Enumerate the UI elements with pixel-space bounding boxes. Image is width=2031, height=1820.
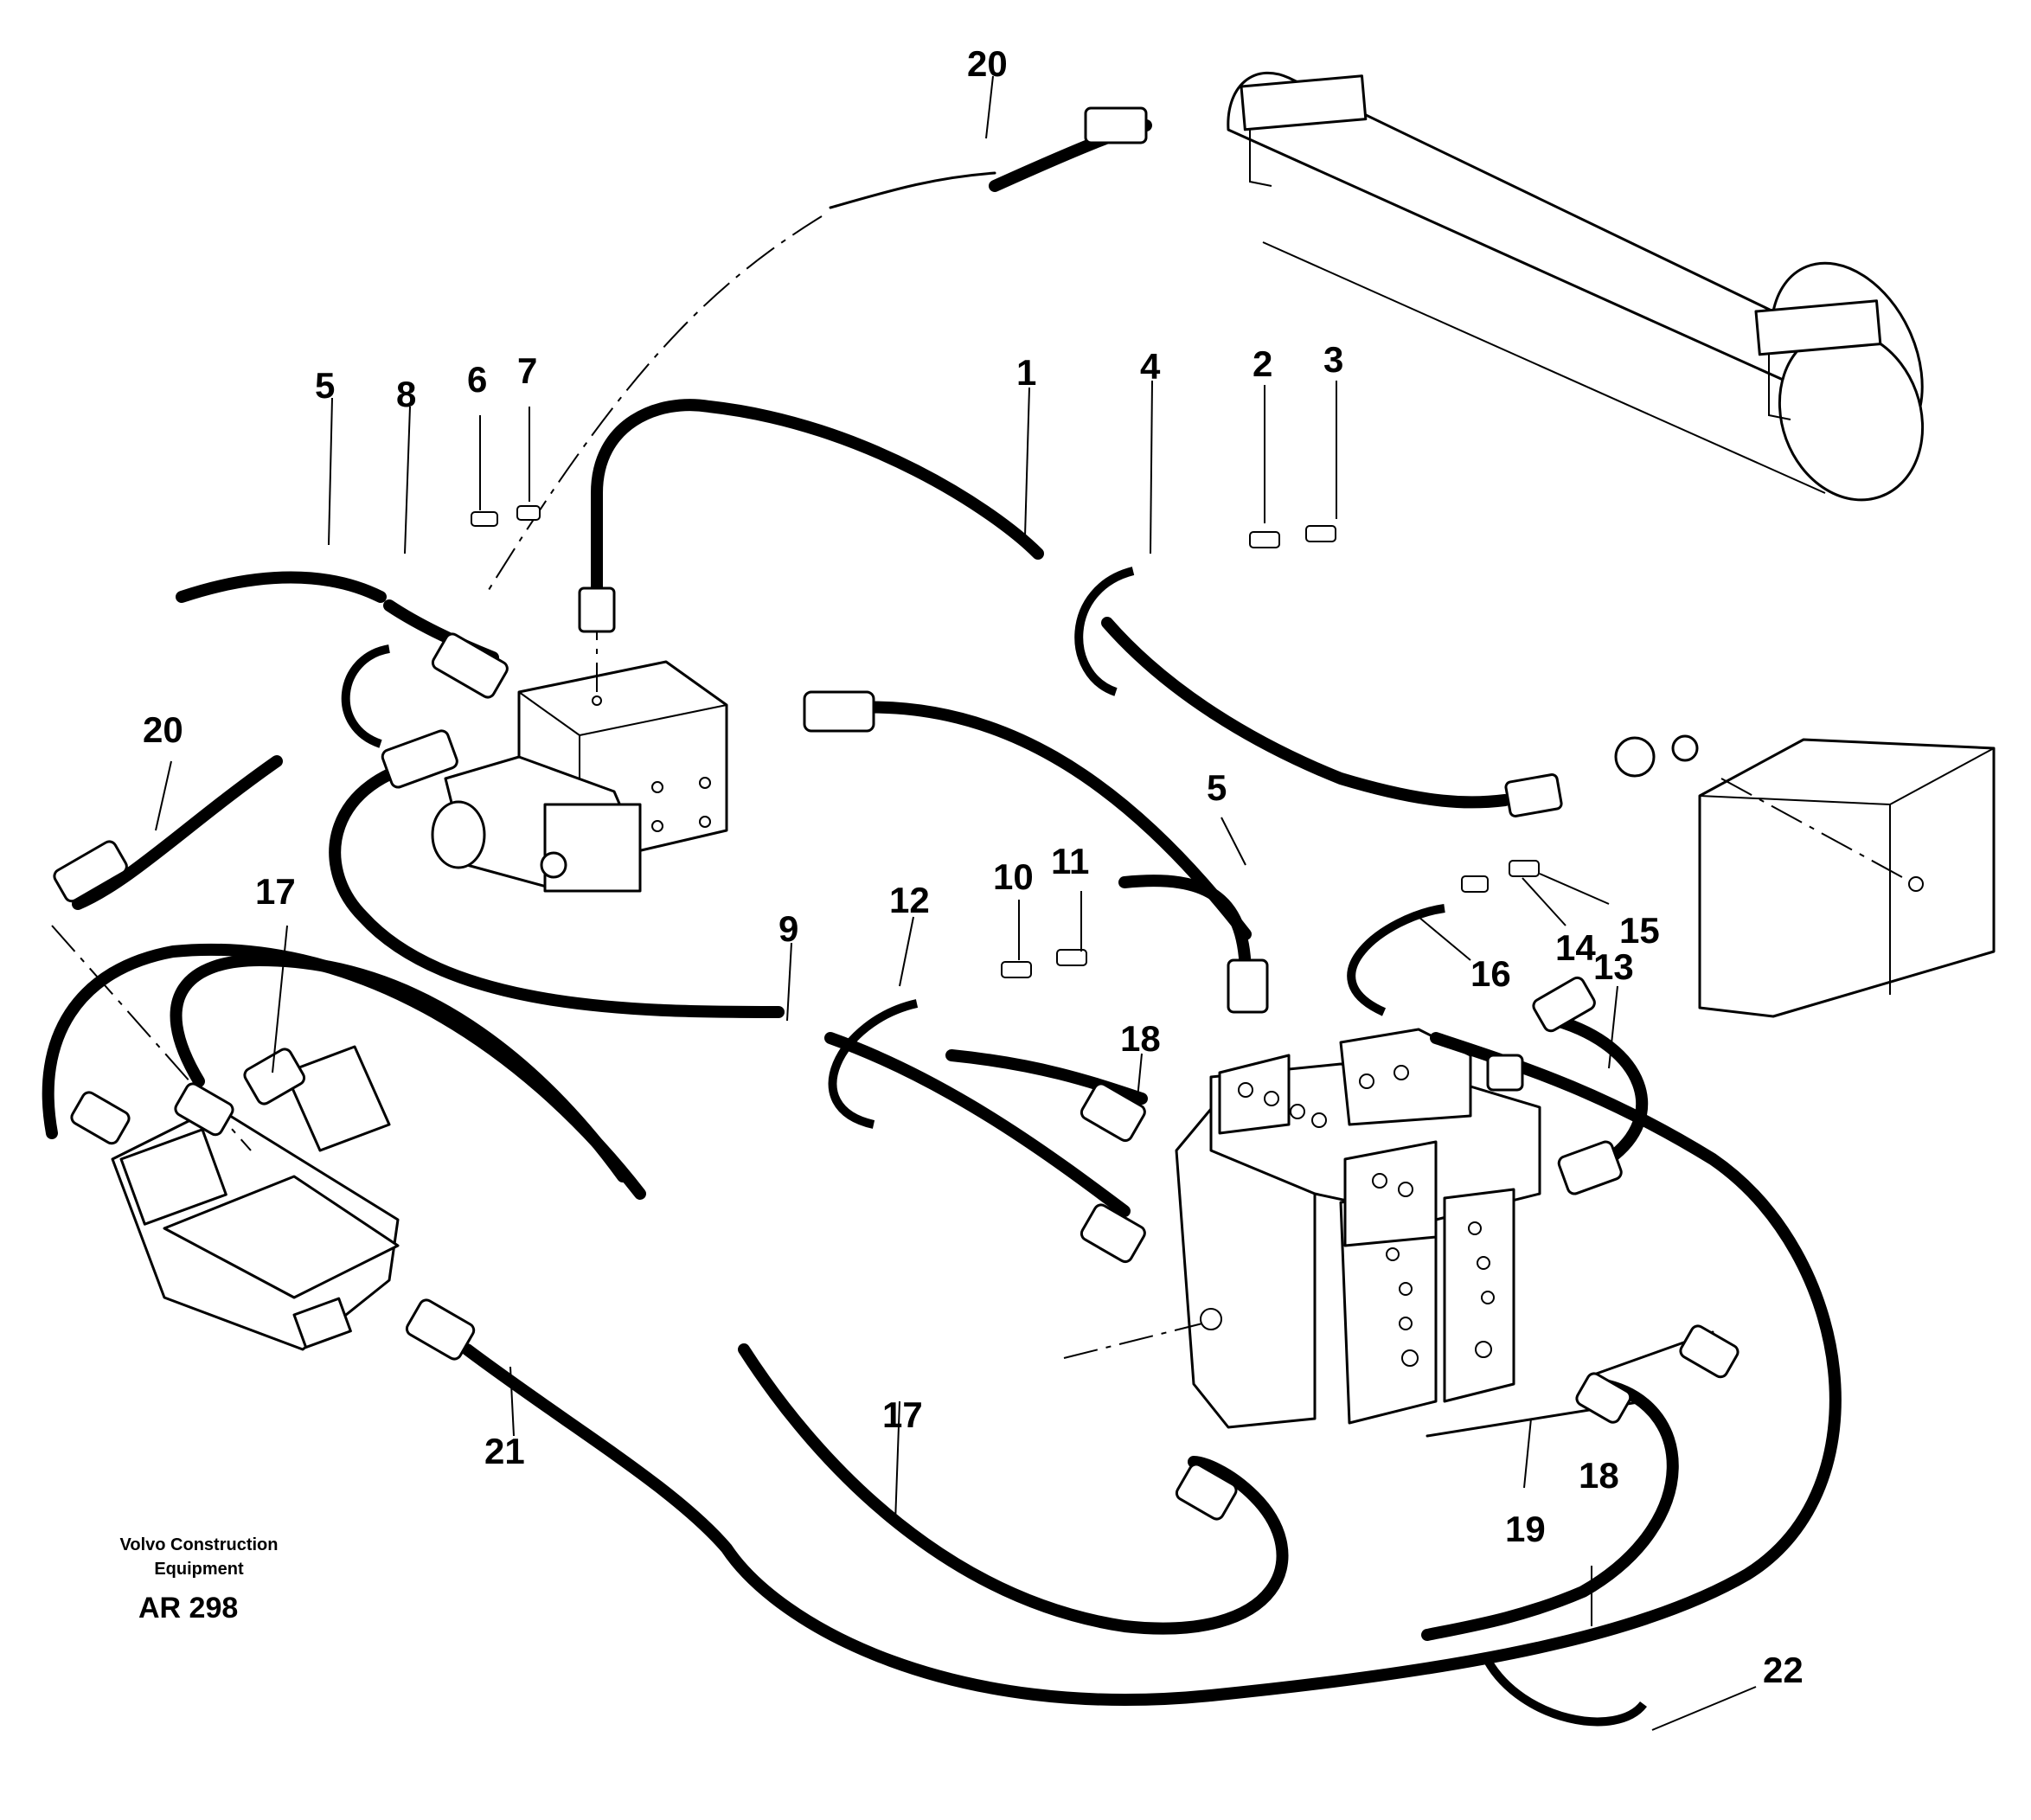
leader-lines bbox=[155, 75, 1757, 1731]
callout-17-left: 17 bbox=[255, 871, 296, 912]
callout-4: 4 bbox=[1140, 346, 1161, 387]
clip-parts bbox=[471, 505, 1540, 978]
callout-10: 10 bbox=[993, 856, 1034, 897]
callout-7: 7 bbox=[517, 350, 537, 391]
callout-14: 14 bbox=[1555, 927, 1596, 968]
callout-13: 13 bbox=[1593, 946, 1634, 987]
reservoir-box bbox=[1698, 738, 1996, 1018]
callout-5-mid: 5 bbox=[1207, 767, 1227, 808]
diagram-caption: Volvo Construction Equipment AR 298 bbox=[120, 1535, 279, 1625]
callout-18-bottom: 18 bbox=[1579, 1455, 1619, 1496]
callout-3: 3 bbox=[1323, 339, 1343, 380]
hose-clamps bbox=[341, 567, 1647, 1727]
accumulator-tank bbox=[1227, 71, 1925, 502]
callout-20-top: 20 bbox=[967, 43, 1008, 84]
callout-1: 1 bbox=[1016, 352, 1036, 393]
callout-2: 2 bbox=[1253, 343, 1272, 384]
figure-code: AR 298 bbox=[138, 1592, 238, 1625]
callout-6: 6 bbox=[467, 359, 487, 400]
control-valve-block bbox=[1063, 1028, 1541, 1429]
callout-15: 15 bbox=[1619, 910, 1660, 951]
brand-line-1: Volvo Construction bbox=[120, 1535, 279, 1554]
callout-5-top: 5 bbox=[315, 365, 335, 406]
callout-12: 12 bbox=[889, 880, 930, 920]
callout-19: 19 bbox=[1505, 1509, 1546, 1549]
hose-lines bbox=[42, 119, 1842, 1707]
callout-labels: 20 1 4 2 3 5 8 6 7 20 5 17 10 11 12 9 18… bbox=[143, 43, 1804, 1690]
callout-9: 9 bbox=[778, 908, 798, 949]
fittings bbox=[53, 106, 1739, 1521]
solenoid-valve bbox=[431, 606, 728, 893]
callout-20-left: 20 bbox=[143, 709, 183, 750]
callout-18-mid: 18 bbox=[1120, 1018, 1161, 1059]
callout-21: 21 bbox=[484, 1431, 525, 1471]
callout-11: 11 bbox=[1051, 841, 1089, 881]
callout-8: 8 bbox=[396, 374, 416, 414]
callout-22: 22 bbox=[1763, 1650, 1804, 1690]
brand-line-2: Equipment bbox=[154, 1560, 244, 1579]
callout-17-bottom: 17 bbox=[882, 1394, 923, 1435]
pressure-switch-unit bbox=[51, 925, 400, 1351]
callout-16: 16 bbox=[1470, 953, 1511, 994]
